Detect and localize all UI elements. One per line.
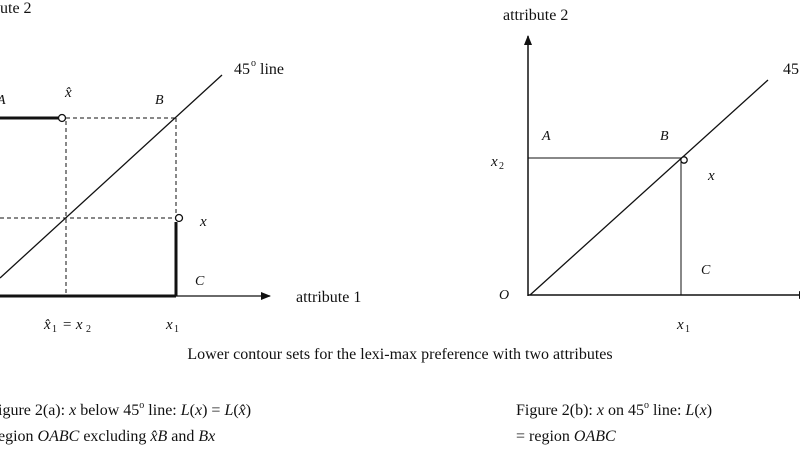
tick-eq-x2: = x: [62, 317, 83, 333]
text: egion: [0, 428, 38, 445]
axis-y-label: attribute 2: [503, 7, 568, 24]
point-B-label: B: [155, 93, 164, 108]
text: x̂B: [150, 428, 168, 445]
tick-xhat1: x̂: [43, 317, 51, 333]
text: OABC: [37, 428, 80, 445]
text: (: [189, 402, 195, 419]
text: below 45: [76, 402, 140, 419]
text: (: [233, 402, 239, 419]
tick-x1: x: [676, 317, 684, 333]
point-B-label: B: [660, 129, 669, 144]
text: ): [245, 402, 252, 419]
point-O-label: O: [499, 288, 509, 303]
figure-b: attribute 2 45 A B x 2 x C O x 1: [490, 7, 800, 335]
point-xhat-label: x̂: [64, 85, 72, 101]
text: Figure 2(b):: [516, 402, 597, 419]
point-C-label: C: [195, 274, 205, 289]
caption-b-line1: Figure 2(b): x on 45o line: L(x): [516, 400, 713, 420]
text: line:: [144, 402, 181, 419]
caption-title: Lower contour sets for the lexi-max pref…: [187, 346, 613, 363]
text: (: [694, 402, 700, 419]
text: Bx: [198, 428, 216, 445]
text: x: [699, 402, 707, 419]
axis-y-label: ute 2: [0, 0, 32, 17]
text: x: [69, 402, 77, 419]
text: o: [139, 400, 145, 411]
text: L: [180, 402, 190, 419]
line-label-sup: o: [251, 58, 256, 69]
caption-a-line1: igure 2(a): x below 45o line: L(x) = L(x…: [0, 400, 252, 420]
point-xhat-marker: [57, 113, 67, 123]
caption-b-line2: = region OABC: [516, 428, 616, 446]
text: on 45: [603, 402, 644, 419]
text: ) =: [202, 402, 225, 419]
point-C-label: C: [701, 263, 711, 278]
text: L: [224, 402, 234, 419]
tick-x2: x: [490, 154, 498, 170]
line-label: 45: [234, 61, 250, 78]
text: ): [706, 402, 713, 419]
line-label-suffix: line: [256, 61, 284, 78]
point-A-label: A: [0, 93, 6, 108]
point-x-marker: [174, 213, 184, 223]
caption-a-line2: egion OABC excluding x̂B and Bx: [0, 428, 215, 446]
tick-x1: x: [165, 317, 173, 333]
tick-x1-sub: 1: [685, 324, 690, 335]
tick-x2-sub: 2: [499, 161, 504, 172]
point-x-label: x: [199, 214, 207, 230]
text: = region: [516, 428, 574, 445]
diagonal-45: [529, 79, 769, 296]
text: excluding: [79, 428, 151, 445]
text: igure 2(a):: [0, 402, 70, 419]
tick-x2-sub: 2: [86, 324, 91, 335]
text: and: [167, 428, 199, 445]
tick-x1-sub: 1: [174, 324, 179, 335]
axis-x-label: attribute 1: [296, 289, 361, 306]
text: OABC: [573, 428, 616, 445]
text: x: [194, 402, 203, 419]
line-label: 45: [783, 61, 799, 78]
text: line:: [648, 402, 686, 419]
text: x: [596, 402, 604, 419]
figure-a: ute 2 attribute 1 45 o line A x̂ B x C x…: [0, 0, 361, 335]
text: o: [643, 400, 649, 411]
point-x-label: x: [707, 168, 715, 184]
point-x-marker: [680, 156, 688, 164]
point-A-label: A: [541, 129, 551, 144]
diagonal-45: [0, 74, 223, 279]
text: x̂: [238, 402, 246, 419]
tick-xhat1-sub: 1: [52, 324, 57, 335]
text: L: [685, 402, 695, 419]
